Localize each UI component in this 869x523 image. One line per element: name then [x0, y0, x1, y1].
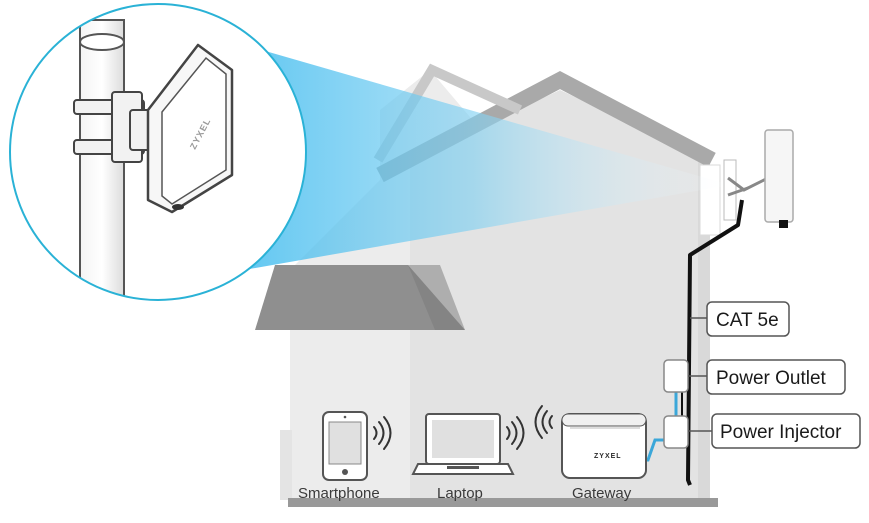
- smartphone-icon: [322, 411, 368, 481]
- label-power-injector: Power Injector: [720, 422, 842, 443]
- label-smartphone: Smartphone: [298, 485, 380, 502]
- wifi-signal-icon: [534, 405, 553, 439]
- callout-cat5e: CAT 5e: [690, 301, 790, 337]
- ground-line: [288, 498, 718, 507]
- power-outlet-box: [663, 359, 689, 393]
- callout-power-injector: Power Injector: [688, 413, 861, 449]
- label-cat5e: CAT 5e: [716, 310, 779, 331]
- signal-beam: [158, 20, 730, 285]
- laptop-icon: [411, 413, 515, 475]
- wifi-signal-icon: [506, 416, 525, 450]
- gateway-brand: ZYXEL: [594, 453, 622, 460]
- wifi-signal-icon: [373, 416, 392, 450]
- outdoor-antenna-icon: ZYXEL: [146, 43, 234, 214]
- porch-roof: [255, 265, 465, 330]
- side-box: [280, 430, 292, 500]
- downpipe: [699, 164, 721, 236]
- antenna-zoom-callout: ZYXEL: [9, 3, 307, 301]
- power-injector-box: [663, 415, 689, 449]
- porch-roof-shade: [408, 265, 465, 330]
- label-power-outlet: Power Outlet: [716, 368, 827, 389]
- gateway-icon: ZYXEL: [561, 413, 647, 479]
- house-antenna: [723, 129, 794, 228]
- callout-power-outlet: Power Outlet: [688, 359, 846, 395]
- label-gateway: Gateway: [572, 485, 632, 502]
- label-laptop: Laptop: [437, 485, 483, 502]
- mount-bracket: [73, 91, 153, 163]
